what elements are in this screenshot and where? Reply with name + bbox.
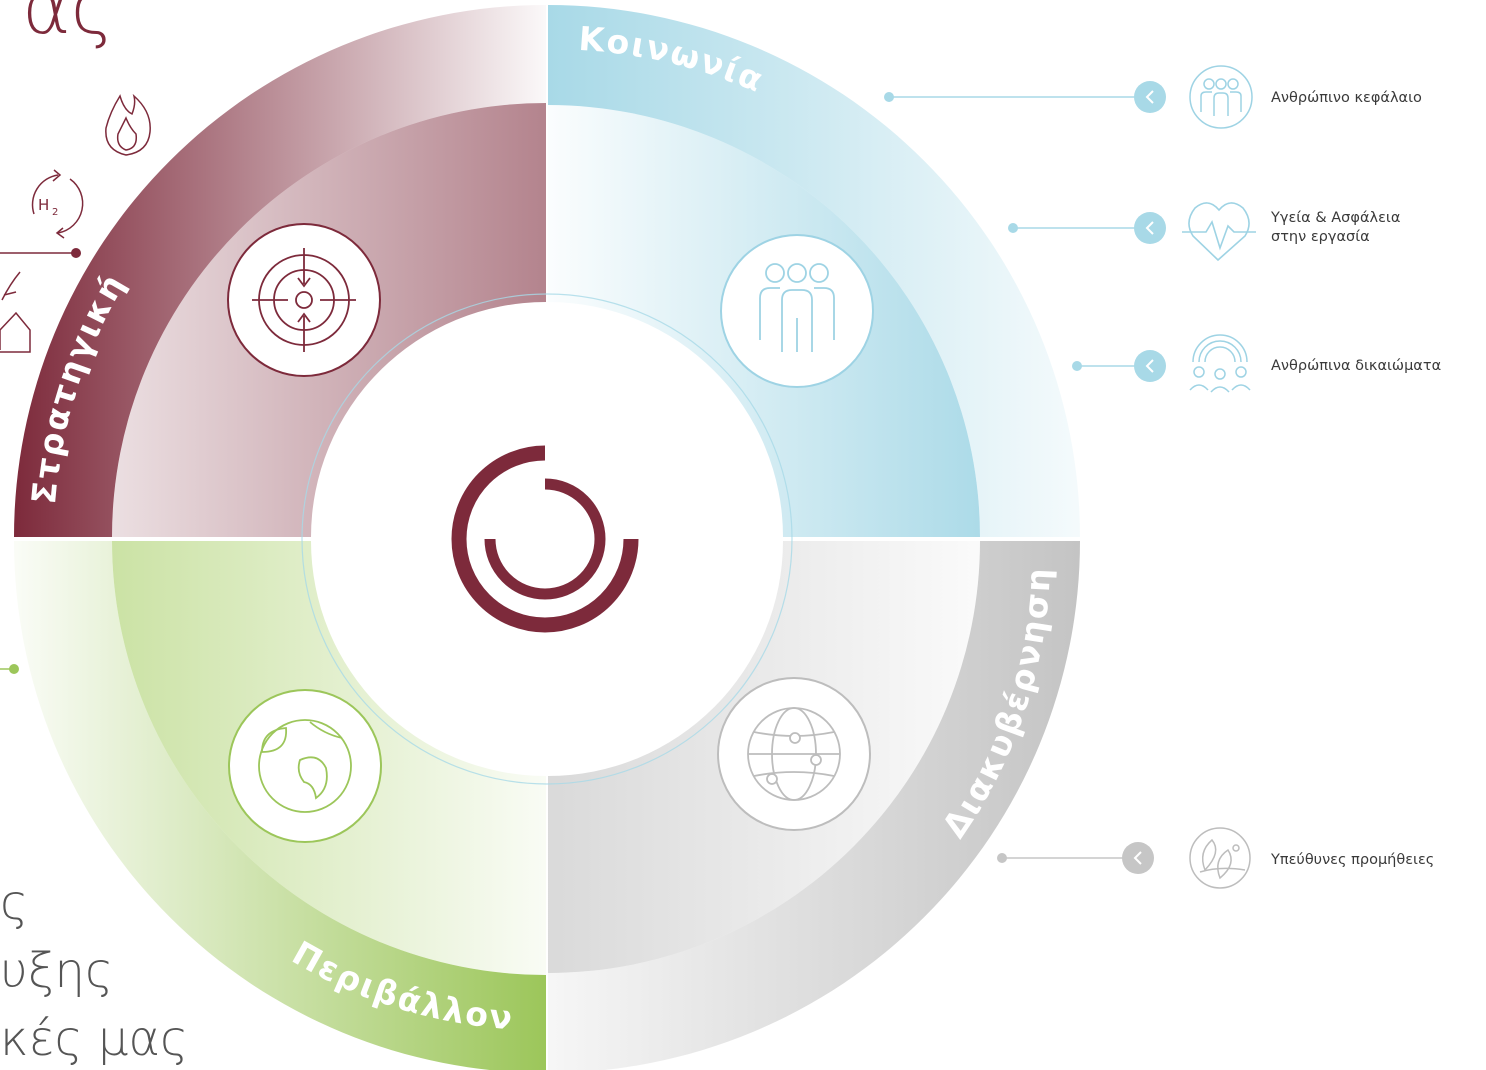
heart-pulse-icon [1182,202,1256,262]
hydrogen-label: H [38,196,49,214]
flame-icon [105,93,151,156]
people-group-icon [1189,65,1253,129]
governance-connector-1 [997,853,1125,863]
strategy-connector [0,248,81,258]
item-label-human-capital[interactable]: Ανθρώπινο κεφάλαιο [1271,90,1422,106]
sustainable-supply-icon [1189,827,1251,889]
globe-icon [717,677,871,831]
intro-fragment-3: κές μας [0,1011,189,1067]
intro-fragment-2: υξης [0,943,114,999]
item-label-human-rights[interactable]: Ανθρώπινα δικαιώματα [1271,358,1442,374]
item-label-health-safety-line-1: Υγεία & Ασφάλεια [1271,210,1401,226]
society-connector-3 [1072,361,1135,371]
item-label-responsible-procurement[interactable]: Υπεύθυνες προμήθειες [1271,852,1435,868]
people-icon [720,234,874,388]
expand-button-health-safety[interactable] [1134,212,1166,244]
hydrogen-subscript: 2 [52,207,58,218]
hydrogen-cycle-icon: H 2 [31,169,84,239]
environment-connector [0,664,19,674]
earth-leaf-icon [228,689,382,843]
item-label-health-safety[interactable]: Υγεία & Ασφάλεια στην εργασία [1271,209,1400,247]
house-leaf-icon [0,271,31,353]
target-icon [227,223,381,377]
society-connector-2 [1008,223,1135,233]
intro-fragment-1: ς [0,875,29,931]
center-logo [451,445,639,633]
expand-button-responsible-procurement[interactable] [1122,842,1154,874]
center-disc [313,305,781,773]
expand-button-human-rights[interactable] [1134,350,1166,382]
society-connector-1 [884,92,1135,102]
society-outer-segment [548,5,1080,537]
governance-outer-segment [548,541,1080,1070]
heading-fragment: ας [22,0,115,51]
item-label-health-safety-line-2: στην εργασία [1271,229,1370,245]
center-thin-ring [301,293,793,785]
strategy-outer-segment [14,5,546,537]
rainbow-people-icon [1189,334,1251,393]
environment-outer-segment [14,541,546,1070]
expand-button-human-capital[interactable] [1134,81,1166,113]
